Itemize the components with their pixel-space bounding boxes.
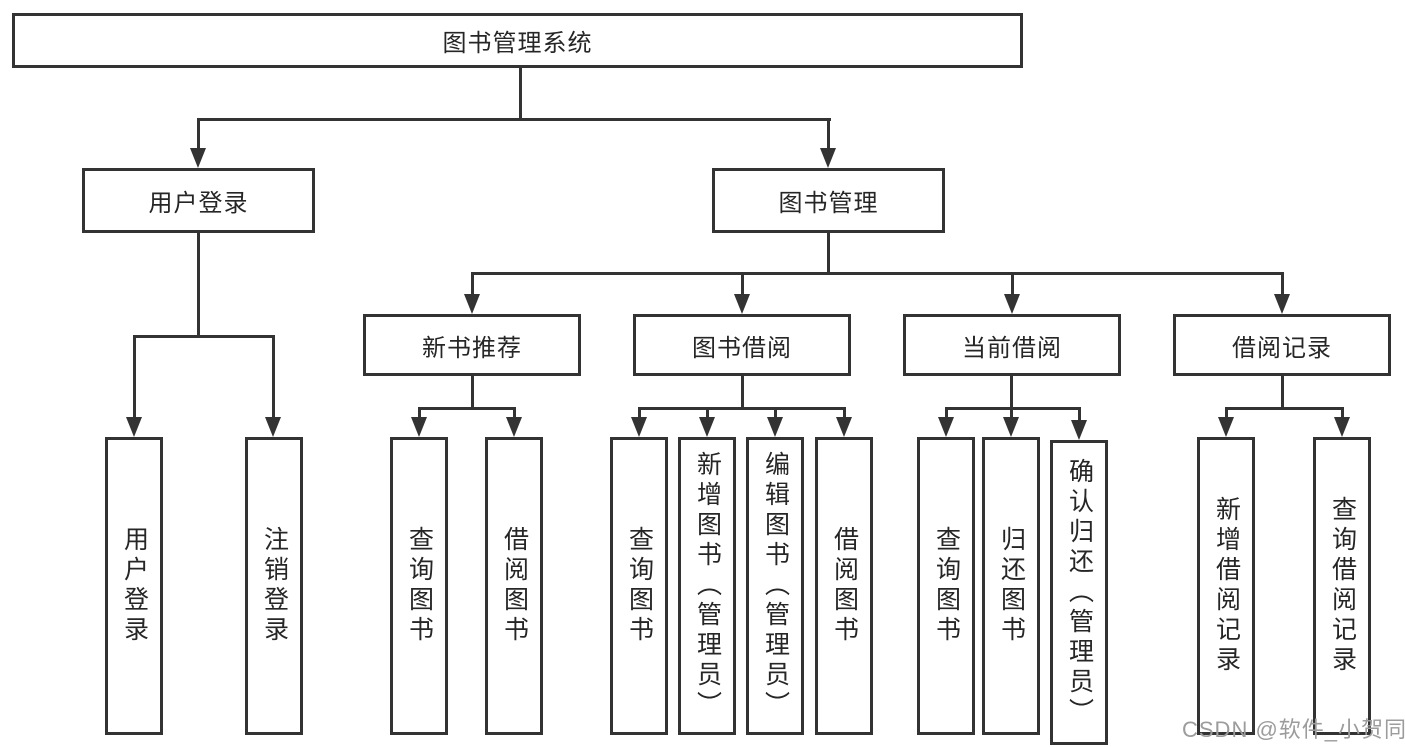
leaf-confirm-return-admin-label: 确认归还（管理员） — [1065, 457, 1094, 728]
connector-line — [418, 407, 421, 419]
leaf-logout-label: 注销登录 — [260, 526, 289, 646]
arrow-down-icon — [411, 417, 427, 437]
connector-line — [827, 233, 830, 275]
leaf-logout: 注销登录 — [245, 437, 303, 735]
connector-line — [945, 407, 948, 419]
leaf-query-books-current: 查询图书 — [917, 437, 975, 735]
arrow-down-icon — [506, 417, 522, 437]
arrow-down-icon — [1274, 294, 1290, 314]
connector-line — [418, 407, 516, 410]
connector-line — [519, 68, 522, 120]
leaf-user-login: 用户登录 — [105, 437, 163, 735]
connector-line — [741, 376, 744, 410]
leaf-borrow-books-recommend-label: 借阅图书 — [500, 526, 529, 646]
connector-line — [1281, 272, 1284, 296]
leaf-query-books-borrow: 查询图书 — [610, 437, 668, 735]
arrow-down-icon — [631, 417, 647, 437]
node-new-book-recommend-label: 新书推荐 — [422, 334, 522, 362]
connector-line — [133, 335, 136, 419]
connector-line — [945, 407, 1081, 410]
connector-line — [843, 407, 846, 419]
connector-line — [638, 407, 641, 419]
leaf-borrow-books: 借阅图书 — [815, 437, 873, 735]
connector-line — [1011, 272, 1014, 296]
node-current-borrow: 当前借阅 — [903, 314, 1121, 376]
connector-line — [1078, 407, 1081, 422]
node-book-management-label: 图书管理 — [778, 190, 879, 217]
arrow-down-icon — [265, 417, 281, 437]
leaf-return-book-label: 归还图书 — [997, 526, 1026, 646]
leaf-edit-book-admin: 编辑图书（管理员） — [746, 437, 804, 735]
csdn-watermark: CSDN @软件_小贺同学 — [1182, 717, 1405, 742]
connector-line — [471, 272, 1283, 275]
node-book-management: 图书管理 — [712, 168, 945, 233]
connector-line — [1225, 407, 1228, 419]
leaf-borrow-books-recommend: 借阅图书 — [485, 437, 543, 735]
node-current-borrow-label: 当前借阅 — [962, 334, 1062, 362]
connector-line — [706, 407, 709, 419]
connector-line — [197, 118, 831, 121]
connector-line — [638, 407, 846, 410]
arrow-down-icon — [464, 294, 480, 314]
node-root-label: 图书管理系统 — [442, 30, 593, 57]
arrow-down-icon — [1071, 420, 1087, 440]
arrow-down-icon — [938, 417, 954, 437]
node-borrow-records-label: 借阅记录 — [1232, 334, 1332, 362]
node-borrow-records: 借阅记录 — [1173, 314, 1391, 376]
leaf-edit-book-admin-label: 编辑图书（管理员） — [761, 451, 790, 721]
node-book-borrow: 图书借阅 — [633, 314, 851, 376]
leaf-query-books-borrow-label: 查询图书 — [625, 526, 654, 646]
connector-line — [1281, 376, 1284, 410]
arrow-down-icon — [1004, 294, 1020, 314]
connector-line — [471, 272, 474, 296]
arrow-down-icon — [734, 294, 750, 314]
leaf-borrow-books-label: 借阅图书 — [830, 526, 859, 646]
leaf-confirm-return-admin: 确认归还（管理员） — [1050, 440, 1108, 745]
connector-line — [1010, 407, 1013, 419]
leaf-query-books-current-label: 查询图书 — [932, 526, 961, 646]
leaf-add-book-admin: 新增图书（管理员） — [678, 437, 736, 735]
connector-line — [197, 118, 200, 150]
connector-line — [774, 407, 777, 419]
leaf-query-borrow-record: 查询借阅记录 — [1313, 437, 1371, 735]
connector-line — [513, 407, 516, 419]
leaf-query-books-recommend-label: 查询图书 — [405, 526, 434, 646]
connector-line — [272, 335, 275, 419]
connector-line — [133, 335, 275, 338]
arrow-down-icon — [190, 148, 206, 168]
arrow-down-icon — [836, 417, 852, 437]
arrow-down-icon — [699, 417, 715, 437]
arrow-down-icon — [126, 417, 142, 437]
arrow-down-icon — [767, 417, 783, 437]
connector-line — [741, 272, 744, 296]
leaf-add-borrow-record-label: 新增借阅记录 — [1212, 496, 1241, 676]
connector-line — [197, 233, 200, 338]
connector-line — [1010, 376, 1013, 410]
arrow-down-icon — [820, 148, 836, 168]
node-user-login: 用户登录 — [82, 168, 315, 233]
leaf-return-book: 归还图书 — [982, 437, 1040, 735]
arrow-down-icon — [1334, 417, 1350, 437]
arrow-down-icon — [1003, 417, 1019, 437]
leaf-user-login-label: 用户登录 — [120, 526, 149, 646]
connector-line — [827, 118, 830, 150]
node-user-login-label: 用户登录 — [148, 190, 249, 217]
leaf-add-borrow-record: 新增借阅记录 — [1197, 437, 1255, 735]
node-new-book-recommend: 新书推荐 — [363, 314, 581, 376]
connector-line — [471, 376, 474, 410]
node-book-borrow-label: 图书借阅 — [692, 334, 792, 362]
connector-line — [1341, 407, 1344, 419]
leaf-add-book-admin-label: 新增图书（管理员） — [693, 451, 722, 721]
node-root: 图书管理系统 — [12, 13, 1023, 68]
connector-line — [1225, 407, 1344, 410]
leaf-query-books-recommend: 查询图书 — [390, 437, 448, 735]
leaf-query-borrow-record-label: 查询借阅记录 — [1328, 496, 1357, 676]
arrow-down-icon — [1218, 417, 1234, 437]
